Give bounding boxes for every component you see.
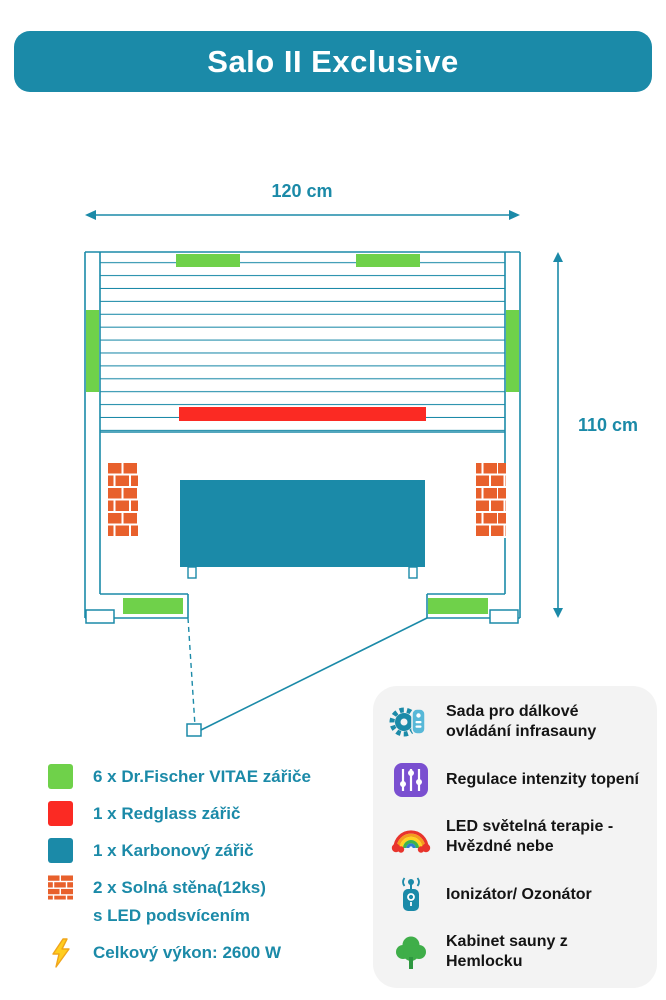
vitae-heater-side-left	[86, 310, 99, 392]
vitae-heater-top-right	[356, 254, 420, 267]
feature-item-ionizer: Ionizátor/ Ozonátor	[389, 875, 647, 915]
legend-item-redglass: 1 x Redglass zářič	[48, 801, 378, 826]
feature-label-remote: Sada pro dálkové ovládání infrasauny	[446, 703, 597, 740]
legend-label-salt-wall-line2: s LED podsvícením	[93, 906, 250, 925]
feature-item-intensity: Regulace intenzity topení	[389, 760, 647, 800]
teal-square-icon	[48, 838, 73, 863]
feature-label-cabinet: Kabinet sauny z Hemlocku	[446, 933, 568, 970]
product-title: Salo II Exclusive	[207, 43, 459, 79]
lightning-bolt-icon	[48, 937, 73, 968]
vitae-heater-bottom-left	[123, 598, 183, 614]
bench-leg-left	[187, 566, 197, 579]
legend-label-carbon: 1 x Karbonový zářič	[93, 841, 254, 860]
carbon-heater	[180, 480, 425, 567]
legend-label-redglass: 1 x Redglass zářič	[93, 804, 241, 823]
height-dimension-arrow	[553, 252, 563, 618]
legend-item-power: Celkový výkon: 2600 W	[48, 937, 378, 968]
green-square-icon	[48, 764, 73, 789]
door-swing	[186, 617, 428, 737]
width-dimension-label: 120 cm	[271, 181, 332, 201]
salt-wall-left	[108, 463, 138, 538]
legend-label-salt-wall: 2 x Solná stěna(12ks)	[93, 878, 266, 897]
features-panel: Sada pro dálkové ovládání infrasauny Reg…	[373, 686, 657, 988]
feature-label-ionizer: Ionizátor/ Ozonátor	[446, 885, 592, 903]
feature-label-led-therapy: LED světelná terapie -Hvězdné nebe	[446, 818, 614, 855]
remote-control-gear-icon	[389, 707, 426, 737]
bench-slats	[100, 252, 505, 432]
sauna-walls	[84, 251, 521, 619]
product-title-banner: Salo II Exclusive	[14, 31, 652, 92]
sauna-foot-right	[489, 609, 519, 624]
legend-label-vitae: 6 x Dr.Fischer VITAE zářiče	[93, 767, 311, 786]
tree-icon	[396, 936, 426, 969]
feature-item-led-therapy: LED světelná terapie -Hvězdné nebe	[389, 817, 647, 857]
sauna-foot-left	[85, 609, 115, 624]
feature-label-intensity: Regulace intenzity topení	[446, 770, 639, 788]
legend-item-salt-wall: 2 x Solná stěna(12ks) s LED podsvícením	[48, 875, 378, 928]
intensity-sliders-icon	[394, 762, 428, 797]
vitae-heater-side-right	[506, 310, 519, 392]
legend-label-power: Celkový výkon: 2600 W	[93, 943, 282, 962]
vitae-heater-top-left	[176, 254, 240, 267]
brick-wall-icon	[48, 875, 73, 900]
legend: 6 x Dr.Fischer VITAE zářiče 1 x Redglass…	[48, 764, 378, 977]
height-dimension-label: 110 cm	[578, 415, 638, 435]
ionizer-icon	[402, 876, 420, 911]
rainbow-icon	[391, 830, 431, 853]
redglass-heater	[179, 407, 426, 421]
feature-item-cabinet: Kabinet sauny z Hemlocku	[389, 932, 647, 972]
red-square-icon	[48, 801, 73, 826]
legend-item-carbon: 1 x Karbonový zářič	[48, 838, 378, 863]
vitae-heater-bottom-right	[428, 598, 488, 614]
feature-item-remote: Sada pro dálkové ovládání infrasauny	[389, 702, 647, 742]
width-dimension-arrow	[85, 210, 520, 220]
legend-item-vitae: 6 x Dr.Fischer VITAE zářiče	[48, 764, 378, 789]
bench-leg-right	[408, 566, 418, 579]
sauna-floorplan-diagram: 120 cm 110 cm	[84, 181, 638, 737]
salt-wall-right	[476, 463, 506, 538]
